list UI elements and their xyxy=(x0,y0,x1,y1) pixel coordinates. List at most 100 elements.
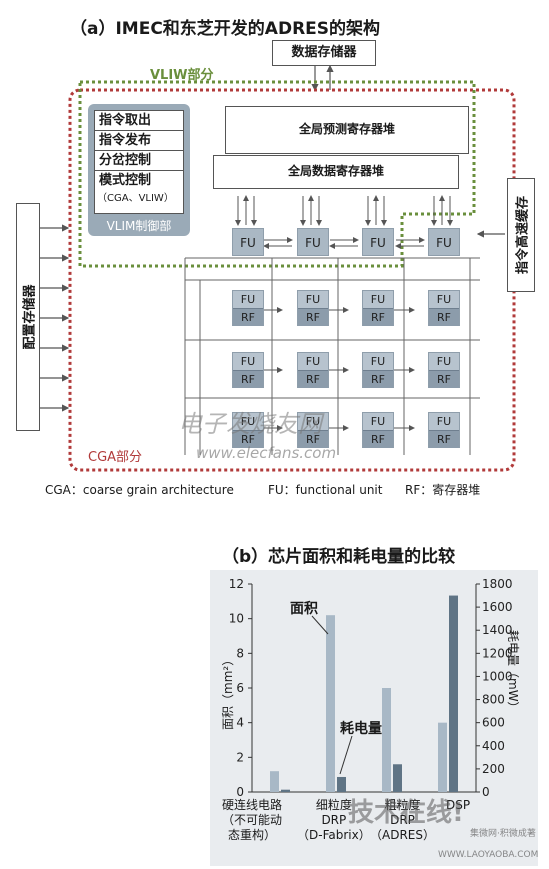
annotation-power-leader xyxy=(339,735,353,775)
legend-rf: RF：寄存器堆 xyxy=(405,483,481,497)
instruction-cache-label: 指令高速缓存 xyxy=(515,195,531,275)
cga-label: CGA部分 xyxy=(88,450,143,465)
watermark-brand: 技术在线! xyxy=(348,798,464,828)
y-right-tick-label: 1000 xyxy=(482,669,513,683)
annotation-area-leader xyxy=(311,615,329,635)
y-left-tick-label: 8 xyxy=(236,646,244,660)
adres-architecture-diagram: （a）IMEC和东芝开发的ADRES的架构 xyxy=(16,19,535,497)
vliw-label: VLIW部分 xyxy=(150,68,214,83)
fu-label: FU xyxy=(429,291,459,308)
rf-label: RF xyxy=(298,370,328,388)
category-label-1: 细粒度 DRP （D-Fabrix） xyxy=(297,798,371,842)
instruction-cache-box: 指令高速缓存 xyxy=(507,178,535,292)
y-right-tick-label: 800 xyxy=(482,693,505,707)
control-item-issue: 指令发布 xyxy=(95,131,183,151)
y-left-tick-label: 0 xyxy=(236,785,244,799)
rf-label: RF xyxy=(298,308,328,326)
control-item-branch: 分岔控制 xyxy=(95,151,183,171)
area-bar xyxy=(382,688,391,792)
fu-cell: FU xyxy=(232,228,264,256)
annotation-power: 耗电量 xyxy=(340,721,382,737)
power-bar xyxy=(393,764,402,792)
rf-label: RF xyxy=(429,430,459,448)
rf-label: RF xyxy=(429,370,459,388)
control-item-fetch: 指令取出 xyxy=(95,111,183,131)
y-left-tick-label: 4 xyxy=(236,716,244,730)
data-memory-box: 数据存储器 xyxy=(272,40,376,66)
chart-panel xyxy=(210,570,538,866)
y-left-tick-label: 10 xyxy=(229,612,244,626)
fu-label: FU xyxy=(233,413,263,430)
diagram-title: （a）IMEC和东芝开发的ADRES的架构 xyxy=(70,19,381,39)
y-right-tick-label: 1600 xyxy=(482,600,513,614)
rf-label: RF xyxy=(363,370,393,388)
fu-label: FU xyxy=(363,291,393,308)
category-label-3: DSP xyxy=(446,798,471,812)
fu-label: FU xyxy=(429,413,459,430)
category-label-2: 粗粒度 DRP （ADRES） xyxy=(370,798,435,842)
control-item-mode-sub: （CGA、VLIW） xyxy=(97,193,174,204)
y-right-tick-label: 0 xyxy=(482,785,490,799)
fu-label: FU xyxy=(363,413,393,430)
y-right-tick-label: 600 xyxy=(482,716,505,730)
control-item-mode: 模式控制 xyxy=(99,173,152,188)
y-right-tick-label: 1400 xyxy=(482,623,513,637)
chart-svg: 1210864201800160014001200100080060040020… xyxy=(229,577,513,799)
fu-label: FU xyxy=(298,413,328,430)
fu-cell: FU xyxy=(297,228,329,256)
fu-label: FU xyxy=(363,353,393,370)
fu-label: FU xyxy=(298,353,328,370)
rf-label: RF xyxy=(363,308,393,326)
rf-label: RF xyxy=(233,308,263,326)
y-right-tick-label: 1200 xyxy=(482,646,513,660)
y-left-tick-label: 6 xyxy=(236,681,244,695)
annotation-area: 面积 xyxy=(290,601,318,617)
fu-label: FU xyxy=(233,353,263,370)
control-function-list: 指令取出 指令发布 分岔控制 模式控制 （CGA、VLIW） xyxy=(94,110,184,214)
area-bar xyxy=(326,615,335,792)
y-axis-left-label: 面积（mm²） xyxy=(221,653,235,730)
power-bar xyxy=(281,789,290,792)
rf-label: RF xyxy=(429,308,459,326)
y-left-tick-label: 2 xyxy=(236,750,244,764)
watermark-brand-sub: 集微网·积微成著 xyxy=(470,829,536,839)
y-right-tick-label: 200 xyxy=(482,762,505,776)
fu-cell: FU xyxy=(428,228,460,256)
vliw-region-border xyxy=(78,80,476,268)
global-data-rf-box: 全局数据寄存器堆 xyxy=(213,155,459,189)
config-memory-label: 配置存储器 xyxy=(22,284,38,350)
global-data-rf-label: 全局数据寄存器堆 xyxy=(287,164,384,178)
watermark-url: www.elecfans.com xyxy=(196,444,337,462)
watermark-cn: 电子发烧友网 xyxy=(178,410,322,438)
fu-cell: FU xyxy=(362,228,394,256)
chart-title: （b）芯片面积和耗电量的比较 xyxy=(222,547,456,567)
fu-label: FU xyxy=(233,291,263,308)
control-caption: VLIM制御部 xyxy=(106,219,172,233)
legend-fu: FU：functional unit xyxy=(268,483,383,497)
rf-label: RF xyxy=(298,430,328,448)
legend-cga: CGA：coarse grain architecture xyxy=(45,483,234,497)
rf-label: RF xyxy=(233,430,263,448)
category-label-0: 硬连线电路 （不可能动 态重构） xyxy=(222,798,283,842)
area-bar xyxy=(438,722,447,792)
power-bar xyxy=(449,595,458,792)
fu-label: FU xyxy=(298,291,328,308)
fu-label: FU xyxy=(429,353,459,370)
global-predict-rf-box: 全局预测寄存器堆 xyxy=(225,106,469,154)
watermark-brand-url: WWW.LAOYAOBA.COM xyxy=(438,850,539,860)
vliw-control-unit: 指令取出 指令发布 分岔控制 模式控制 （CGA、VLIW） VLIM制御部 xyxy=(88,104,190,236)
area-bar xyxy=(270,771,279,792)
rf-label: RF xyxy=(363,430,393,448)
y-left-tick-label: 12 xyxy=(229,577,244,591)
